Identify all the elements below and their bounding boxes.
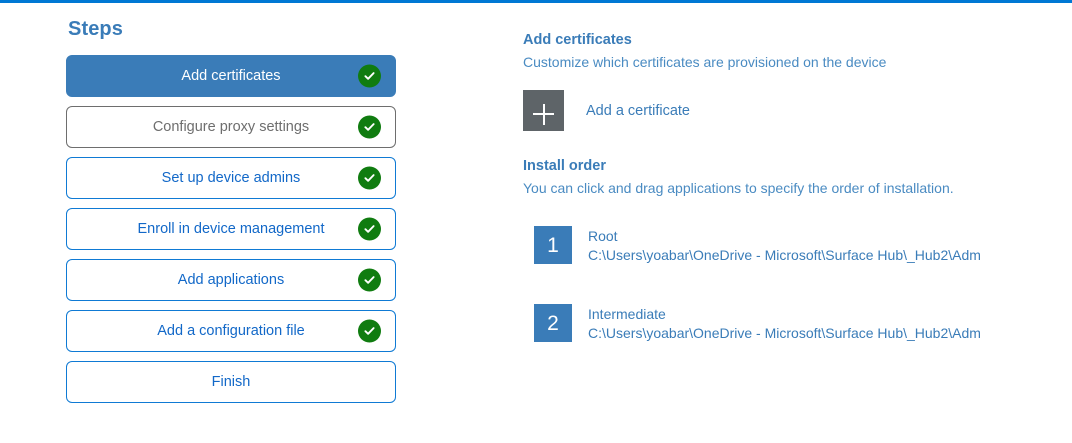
step-button-label: Add certificates: [181, 68, 281, 84]
step-button-3[interactable]: Enroll in device management: [66, 208, 396, 250]
check-circle-icon: [358, 217, 381, 241]
check-circle-icon: [358, 268, 381, 292]
add-certificates-section: Add certificates Customize which certifi…: [523, 31, 1072, 131]
step-button-1[interactable]: Configure proxy settings: [66, 106, 396, 148]
install-order-heading: Install order: [523, 158, 606, 174]
plus-icon[interactable]: [523, 90, 564, 131]
install-order-subheading: You can click and drag applications to s…: [523, 180, 954, 196]
steps-heading: Steps: [68, 18, 123, 40]
install-order-number: 1: [534, 226, 572, 264]
step-button-label: Enroll in device management: [137, 221, 325, 237]
check-circle-icon: [358, 64, 381, 88]
check-circle-icon: [358, 319, 381, 343]
install-order-number: 2: [534, 304, 572, 342]
step-button-6[interactable]: Finish: [66, 361, 396, 403]
add-certificates-heading: Add certificates: [523, 32, 632, 48]
detail-panel: Add certificates Customize which certifi…: [523, 31, 1072, 382]
step-button-label: Add a configuration file: [157, 323, 305, 339]
step-button-5[interactable]: Add a configuration file: [66, 310, 396, 352]
check-circle-icon: [358, 166, 381, 190]
step-button-4[interactable]: Add applications: [66, 259, 396, 301]
check-circle-icon: [358, 115, 381, 139]
step-button-label: Finish: [211, 374, 251, 390]
top-accent-rule: [0, 0, 1072, 3]
install-order-path: C:\Users\yoabar\OneDrive - Microsoft\Sur…: [588, 247, 981, 263]
step-button-label: Add applications: [177, 272, 285, 288]
install-order-path: C:\Users\yoabar\OneDrive - Microsoft\Sur…: [588, 325, 981, 341]
step-button-label: Set up device admins: [161, 170, 301, 186]
add-certificates-subheading: Customize which certificates are provisi…: [523, 54, 887, 70]
add-a-certificate-row[interactable]: Add a certificate: [523, 90, 1072, 131]
step-button-2[interactable]: Set up device admins: [66, 157, 396, 199]
install-order-name: Intermediate: [588, 306, 666, 322]
step-button-0[interactable]: Add certificates: [66, 55, 396, 97]
install-order-section: Install order You can click and drag app…: [523, 157, 1072, 343]
install-order-name: Root: [588, 228, 618, 244]
add-a-certificate-label[interactable]: Add a certificate: [586, 102, 690, 119]
step-button-label: Configure proxy settings: [152, 119, 310, 135]
